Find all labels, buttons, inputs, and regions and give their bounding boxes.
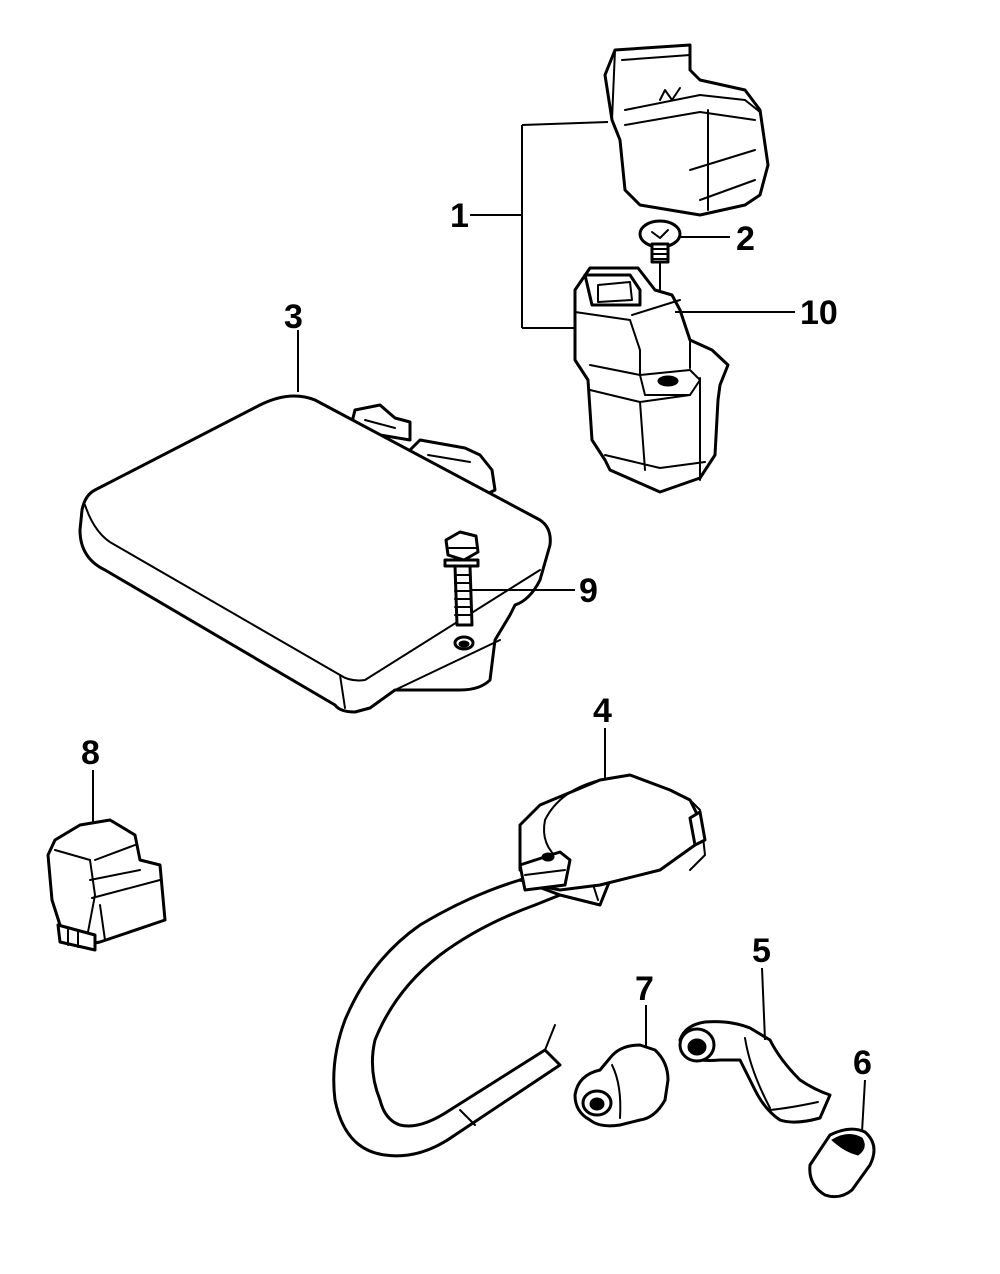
callout-10: 10 bbox=[800, 294, 838, 332]
ignition-coil bbox=[332, 773, 707, 1158]
callout-6: 6 bbox=[853, 1044, 872, 1082]
starter-relay bbox=[573, 266, 730, 494]
sleeve-cover bbox=[808, 1127, 876, 1199]
mounting-bolt bbox=[443, 530, 480, 627]
relay-cover-cap bbox=[603, 43, 770, 217]
callout-1: 1 bbox=[450, 197, 469, 235]
callout-2: 2 bbox=[736, 220, 755, 258]
small-relay bbox=[46, 818, 167, 952]
spark-plug-cap bbox=[678, 1020, 832, 1124]
callout-7: 7 bbox=[635, 970, 654, 1008]
rubber-boot bbox=[573, 1043, 670, 1128]
leader-lines bbox=[92, 121, 866, 1133]
cdi-unit bbox=[78, 394, 552, 714]
callout-9: 9 bbox=[579, 572, 598, 610]
callout-8: 8 bbox=[81, 734, 100, 772]
callout-4: 4 bbox=[593, 692, 612, 730]
callout-5: 5 bbox=[752, 932, 771, 970]
callout-3: 3 bbox=[284, 298, 303, 336]
